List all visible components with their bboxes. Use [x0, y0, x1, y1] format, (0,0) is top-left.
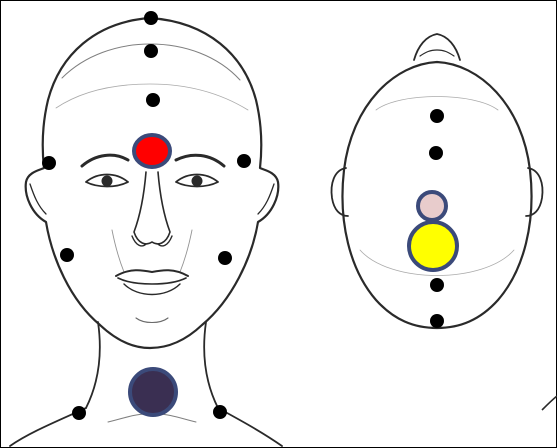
point-temple-right — [237, 154, 251, 168]
forehead-marker — [134, 135, 170, 167]
point-crown-back-2 — [430, 314, 444, 328]
point-jaw-left — [60, 248, 74, 262]
point-shoulder-left — [72, 406, 86, 420]
point-crown-back-1 — [430, 278, 444, 292]
point-temple-left — [42, 156, 56, 170]
crown-small-marker — [418, 192, 446, 220]
throat-marker — [130, 369, 176, 415]
point-scalp-lower — [146, 93, 160, 107]
point-crown-1 — [430, 109, 444, 123]
point-shoulder-right — [213, 405, 227, 419]
point-head-top — [144, 11, 158, 25]
point-crown-2 — [429, 146, 443, 160]
point-jaw-right — [218, 251, 232, 265]
point-scalp-upper — [144, 44, 158, 58]
crown-large-marker — [409, 222, 457, 270]
